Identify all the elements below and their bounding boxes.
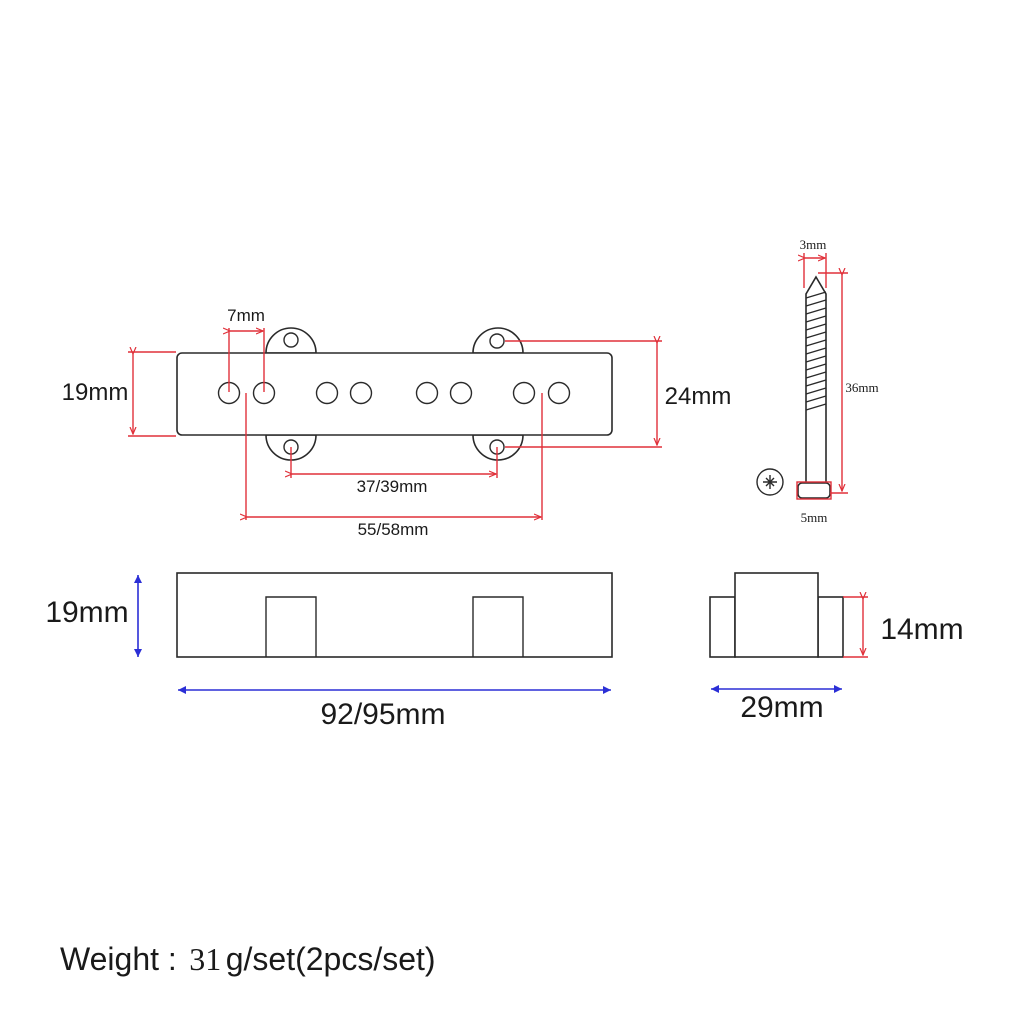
end-view-right-flange bbox=[817, 596, 844, 658]
dimension-screw-length: 36mm bbox=[818, 273, 879, 494]
outer-pole-spacing-label: 55/58mm bbox=[358, 520, 429, 539]
mount-span-label: 24mm bbox=[665, 383, 732, 410]
inner-screw-spacing-label: 37/39mm bbox=[357, 477, 428, 496]
pickup-body-top bbox=[176, 352, 613, 436]
screw-diameter-label: 3mm bbox=[800, 237, 827, 252]
weight-prefix: Weight : bbox=[60, 941, 177, 977]
pickup-body-side bbox=[176, 572, 613, 658]
mounting-ear-top-left bbox=[265, 327, 317, 354]
dimension-end-width: 29mm bbox=[711, 685, 842, 724]
dimension-pole-spacing: 7mm bbox=[227, 306, 265, 392]
mounting-ear-top-right bbox=[472, 327, 524, 354]
screw-head-label: 5mm bbox=[801, 510, 828, 525]
phillips-screw-head-icon bbox=[756, 468, 784, 496]
dimension-mount-span: 24mm bbox=[505, 341, 732, 448]
pole-pieces bbox=[217, 381, 571, 405]
end-view: 14mm 29mm bbox=[709, 572, 964, 724]
pole-piece bbox=[547, 381, 571, 405]
dimension-screw-head: 5mm bbox=[796, 481, 832, 525]
weight-suffix: g/set(2pcs/set) bbox=[226, 941, 436, 977]
pole-piece bbox=[349, 381, 373, 405]
pole-piece bbox=[512, 381, 536, 405]
svg-text:Weight : 31 g/set(: Weight : 31 g/set(2pcs/set) bbox=[60, 941, 436, 977]
pole-spacing-label: 7mm bbox=[227, 306, 265, 325]
top-height-label: 19mm bbox=[62, 379, 129, 406]
side-view: 19mm 92/95mm bbox=[45, 572, 613, 731]
dimension-screw-diameter: 3mm bbox=[800, 237, 827, 288]
side-height-label: 19mm bbox=[45, 596, 128, 629]
end-width-label: 29mm bbox=[740, 691, 823, 724]
pole-piece bbox=[315, 381, 339, 405]
mounting-screw: 3mm 36mm 5mm bbox=[756, 237, 879, 525]
pole-piece bbox=[449, 381, 473, 405]
end-view-left-flange bbox=[709, 596, 736, 658]
screw-length-label: 36mm bbox=[845, 380, 878, 395]
dimension-inner-screw-spacing: 37/39mm bbox=[291, 447, 498, 496]
dimension-side-length: 92/95mm bbox=[178, 686, 611, 731]
dimension-end-height: 14mm bbox=[843, 597, 964, 658]
dimension-outer-pole-spacing: 55/58mm bbox=[246, 393, 543, 539]
weight-caption: Weight : 31 g/set(2pcs/set) bbox=[60, 941, 436, 977]
mounting-ear-bottom-right bbox=[472, 434, 524, 461]
side-length-label: 92/95mm bbox=[320, 698, 445, 731]
dimension-side-height: 19mm bbox=[45, 575, 142, 657]
end-view-center-body bbox=[734, 572, 819, 658]
weight-number: 31 bbox=[189, 941, 221, 977]
pole-piece bbox=[415, 381, 439, 405]
end-height-label: 14mm bbox=[880, 613, 963, 646]
screw-head bbox=[797, 482, 831, 499]
top-view: 7mm 19mm 24mm 37/39mm 55/58m bbox=[62, 306, 732, 539]
dimension-top-height: 19mm bbox=[62, 352, 176, 437]
